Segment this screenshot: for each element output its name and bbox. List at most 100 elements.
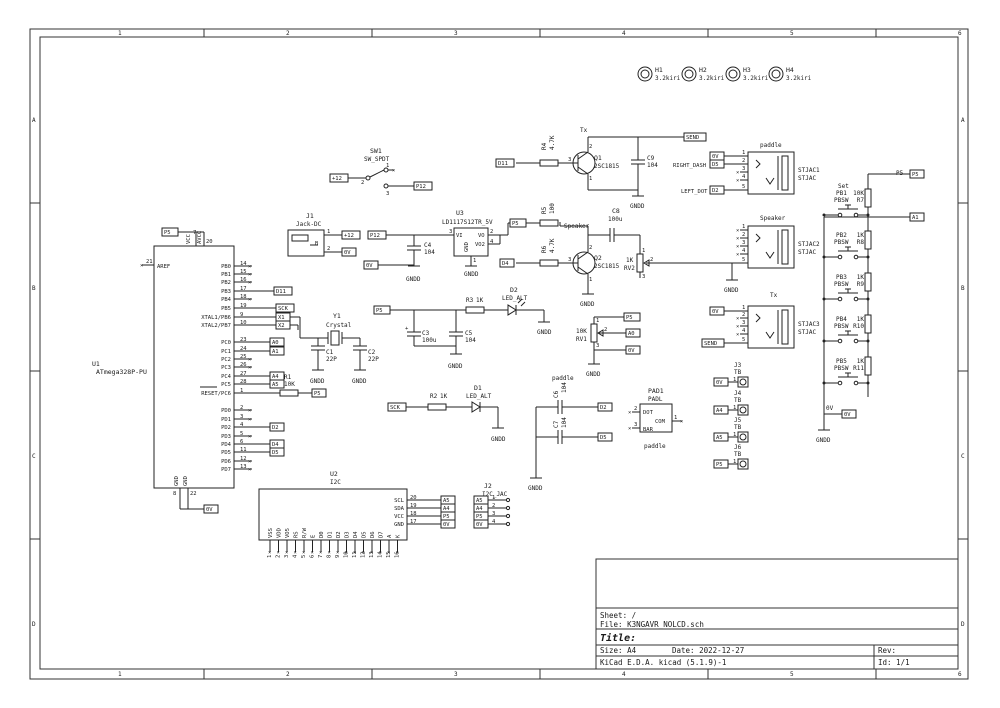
u1-pin-num: 14: [240, 261, 247, 267]
svg-text:Tx: Tx: [580, 127, 588, 134]
svg-text:LED_ALT: LED_ALT: [502, 295, 528, 302]
row-label: B: [961, 285, 965, 292]
tb-value: TB: [734, 397, 742, 404]
row-label: D: [961, 621, 965, 628]
svg-text:8: 8: [173, 491, 176, 497]
u1-pin-num: 2: [240, 405, 243, 411]
svg-text:1: 1: [674, 415, 677, 421]
u2-bottom-pin-num: 2: [276, 555, 282, 558]
sheet-text: Sheet: /: [600, 611, 636, 620]
junction-dot: [822, 213, 826, 217]
button-value: PBSW: [834, 365, 849, 372]
svg-text:+: +: [405, 326, 409, 332]
no-connect-mark: ×: [248, 357, 251, 363]
u2-pin-num: 17: [410, 519, 417, 525]
u1-pin-num: 26: [240, 362, 247, 368]
file-text: File: K3NGAVR_NOLCD.sch: [600, 620, 704, 629]
svg-text:RV2: RV2: [624, 265, 635, 272]
tx-driver: Tx SEND D11 R4 4.7K Q1 2SC1815 2 3 1 C91…: [495, 127, 707, 210]
u1-pin-name: PC1: [221, 349, 231, 355]
svg-text:D4: D4: [502, 261, 509, 267]
no-connect-mark: ×: [379, 550, 382, 556]
svg-text:VCC: VCC: [186, 234, 192, 244]
svg-text:A1: A1: [912, 215, 919, 221]
no-connect-mark: ×: [248, 459, 251, 465]
resistor-ref: R11: [853, 365, 864, 372]
svg-text:STJAC: STJAC: [798, 175, 816, 182]
rev-text: Rev:: [878, 646, 896, 655]
no-connect-mark: ×: [248, 408, 251, 414]
svg-text:P5: P5: [912, 172, 919, 178]
row-label: C: [32, 453, 36, 460]
j2-net-text: A5: [476, 498, 483, 504]
u2-i2c-lcd: U2 I2C: [258, 470, 408, 541]
svg-text:2SC1815: 2SC1815: [594, 163, 620, 170]
svg-text:U2: U2: [330, 470, 338, 478]
svg-text:paddle: paddle: [552, 375, 574, 382]
tb-pin-num: 1: [733, 405, 736, 411]
svg-text:C6: C6: [553, 390, 560, 398]
col-label: 4: [622, 671, 626, 678]
ladder-resistor: [864, 230, 872, 250]
svg-text:104: 104: [465, 337, 476, 344]
svg-text:C8: C8: [612, 207, 620, 215]
title-block: Sheet: / File: K3NGAVR_NOLCD.sch Title: …: [595, 558, 959, 670]
no-connect-mark: ×: [370, 550, 373, 556]
svg-text:×: ×: [140, 263, 143, 269]
no-connect-mark: ×: [319, 550, 322, 556]
svg-text:0V: 0V: [628, 348, 635, 354]
inner-border: [39, 36, 959, 670]
svg-text:R4: R4: [541, 142, 548, 150]
paddle-filter: paddle D2 C6 104 D5 C7 104 GNDD DOT BAR …: [528, 375, 683, 492]
svg-text:×: ×: [628, 426, 631, 432]
u1-pin-num: 23: [240, 337, 247, 343]
no-connect-mark: ×: [248, 297, 251, 303]
svg-text:R1: R1: [284, 374, 292, 381]
button-contact: [837, 338, 843, 344]
u2-bottom-pin-name: A: [387, 534, 393, 538]
u1-net-labels: D11 SCK X1 X2 A0 A1 A4 A5 P5 R1 10K D2 D…: [252, 286, 327, 457]
u1-pin-name: PC4: [221, 374, 232, 380]
svg-text:C7: C7: [553, 420, 560, 428]
svg-text:4: 4: [742, 248, 746, 254]
u1-pin-name: PB2: [221, 280, 231, 286]
svg-text:3: 3: [386, 191, 389, 197]
svg-text:1: 1: [742, 150, 745, 156]
j2-net-text: P5: [476, 514, 483, 520]
button-value: PBSW: [834, 323, 849, 330]
r1-body: [279, 389, 299, 397]
svg-text:PAD1: PAD1: [648, 387, 664, 395]
svg-text:3.2kiri: 3.2kiri: [743, 75, 769, 82]
ladder-resistor: [864, 272, 872, 292]
svg-text:×: ×: [736, 252, 739, 258]
svg-text:J1: J1: [306, 212, 314, 220]
svg-text:Q1: Q1: [594, 154, 602, 162]
no-connect-mark: ×: [328, 550, 331, 556]
tb-body: [737, 458, 749, 470]
svg-text:2: 2: [742, 312, 745, 318]
u1-pin-num: 13: [240, 464, 247, 470]
u2-bottom-pin-num: 14: [378, 551, 384, 558]
u1-pin-name: PD3: [221, 434, 231, 440]
svg-text:×: ×: [736, 178, 739, 184]
no-connect-mark: ×: [294, 550, 297, 556]
svg-text:LD1117S12TR_5V: LD1117S12TR_5V: [442, 219, 493, 226]
button-contact: [853, 212, 859, 218]
u1-pin-num: 28: [240, 379, 247, 385]
junction-dot: [866, 255, 870, 259]
u1-pin-num: 24: [240, 346, 247, 352]
u2-bottom-pin-num: 5: [301, 555, 307, 558]
u2-net-text: A5: [443, 498, 450, 504]
u1-pin-num: 18: [240, 294, 247, 300]
u2-pin-name: GND: [394, 522, 404, 528]
junction-dot: [866, 213, 870, 217]
svg-text:0V: 0V: [826, 405, 834, 412]
resistor-value: 1K: [857, 232, 865, 239]
tb-pin-num: 1: [733, 432, 736, 438]
u2-bottom-pin-num: 6: [310, 555, 316, 558]
u2-bottom-pin-name: VSS: [268, 528, 274, 538]
tb-ref: J3: [734, 362, 742, 369]
